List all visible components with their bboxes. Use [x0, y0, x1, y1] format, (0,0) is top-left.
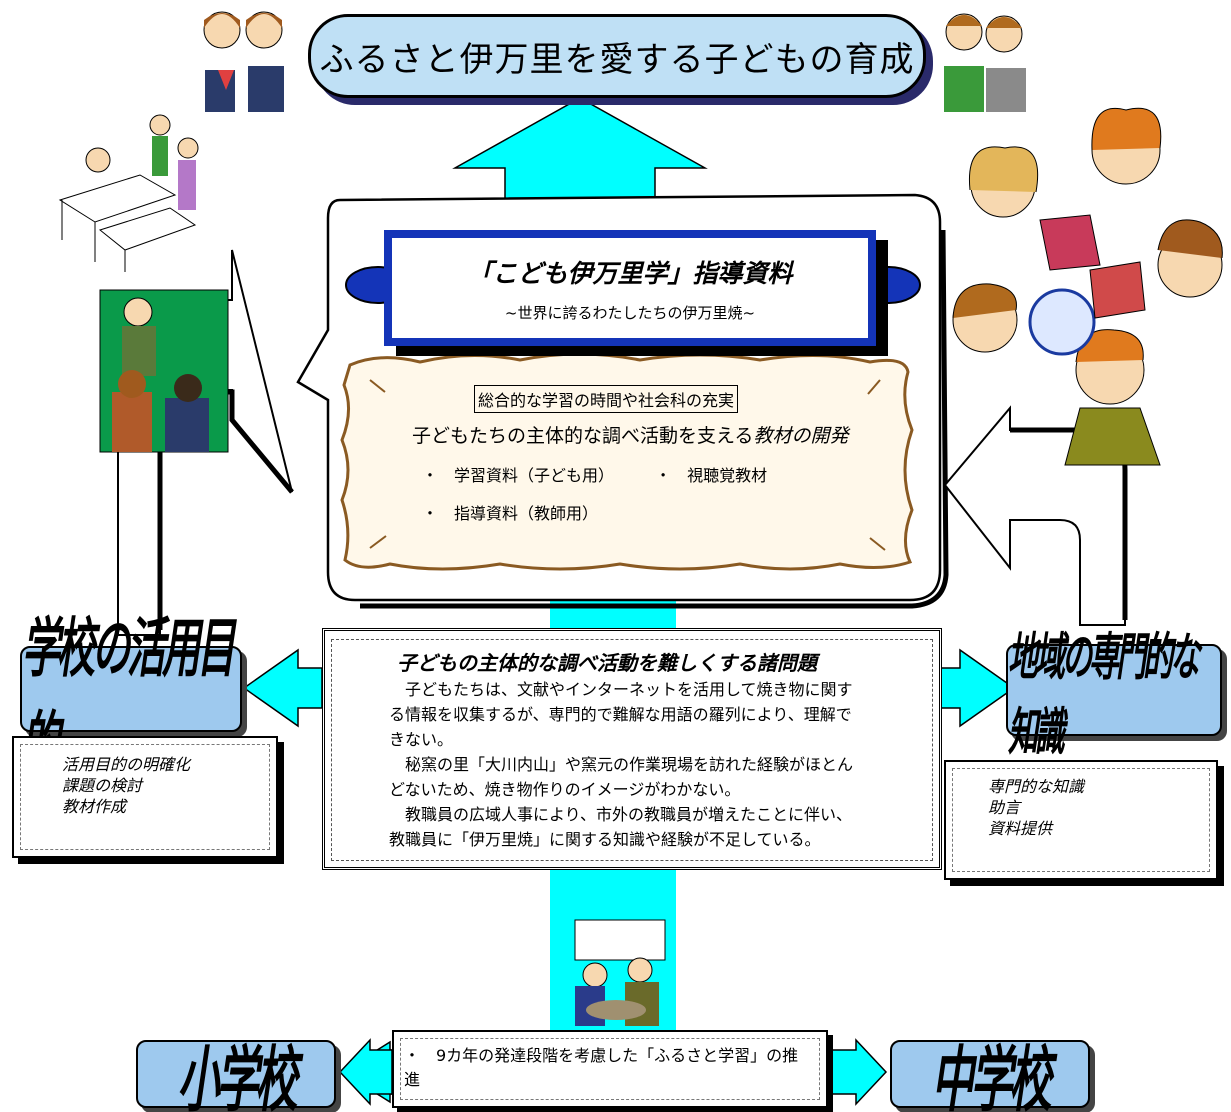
issues-line: きない。 — [389, 730, 454, 749]
issues-body: 子どもたちは、文献やインターネットを活用して焼き物に関す る情報を収集するが、専… — [389, 677, 937, 852]
students-clipart — [203, 11, 284, 112]
arrow-to-school-purpose — [242, 648, 323, 728]
elementary-school-label: 小学校 — [136, 1037, 336, 1112]
boys-clipart — [944, 13, 1026, 112]
classroom-clipart — [58, 114, 199, 272]
materials-panel: 総合的な学習の時間や社会科の充実 子どもたちの主体的な調べ活動を支える教材の開発… — [352, 385, 892, 524]
issues-line: る情報を収集するが、専門的で難解な用語の羅列により、理解で — [389, 705, 852, 724]
issues-line: 子どもたちは、文献やインターネットを活用して焼き物に関す — [389, 680, 853, 699]
materials-bullets-row-1: ・ 学習資料（子ども用） ・ 視聴覚教材 — [422, 462, 892, 486]
school-purpose-item: 活用目的の明確化 — [62, 755, 191, 774]
parchment — [340, 352, 914, 571]
materials-bullets-row-2: ・ 指導資料（教師用） — [422, 500, 892, 524]
issues-title: 子どもの主体的な調べ活動を難しくする諸問題 — [397, 651, 817, 675]
issues-line: 秘窯の里「大川内山」や窯元の作業現場を訪れた経験がほとん — [389, 755, 854, 774]
bullet-audiovisual: ・ 視聴覚教材 — [655, 466, 768, 485]
materials-line-prefix: 子どもたちの主体的な調べ活動を支える — [412, 425, 754, 447]
issues-line: どないため、焼き物作りのイメージがわかない。 — [389, 780, 741, 799]
nine-year-note: ・ 9カ年の発達段階を考慮した「ふるさと学習」の推進 — [392, 1030, 828, 1108]
school-purpose-box: 活用目的の明確化 課題の検討 教材作成 — [12, 736, 278, 858]
goal-title: ふるさと伊万里を愛する子どもの育成 — [308, 14, 926, 98]
local-knowledge-item: 助言 — [988, 798, 1021, 817]
materials-development-line: 子どもたちの主体的な調べ活動を支える教材の開発 — [412, 421, 892, 448]
nine-year-note-text: ・ 9カ年の発達段階を考慮した「ふるさと学習」の推進 — [404, 1046, 799, 1089]
guide-banner: 「こども伊万里学」指導資料 ~世界に誇るわたしたちの伊万里焼~ — [384, 230, 876, 346]
junior-high-school-label: 中学校 — [890, 1037, 1090, 1112]
arrow-to-local-knowledge — [935, 648, 1016, 728]
issues-line: 教職員の広域人事により、市外の教職員が増えたことに伴い、 — [389, 805, 853, 824]
bullet-student-materials: ・ 学習資料（子ども用） — [422, 466, 615, 485]
arrow-to-junior-high — [825, 1038, 888, 1106]
materials-line-emphasis: 教材の開発 — [753, 425, 849, 447]
local-knowledge-label: 地域の専門的な知識 — [1006, 629, 1222, 763]
local-knowledge-item: 資料提供 — [988, 819, 1053, 838]
experts-pottery-clipart — [952, 107, 1223, 466]
issues-line: 教職員に「伊万里焼」に関する知識や経験が不足している。 — [389, 830, 821, 849]
up-arrow — [452, 97, 708, 201]
school-purpose-item: 課題の検討 — [62, 776, 143, 795]
banner-title: 「こども伊万里学」指導資料 — [467, 258, 793, 288]
banner-subtitle: ~世界に誇るわたしたちの伊万里焼~ — [504, 303, 756, 322]
school-purpose-list: 活用目的の明確化 課題の検討 教材作成 — [62, 754, 190, 817]
school-purpose-label: 学校の活用目的 — [20, 611, 242, 779]
meeting-clipart — [574, 919, 666, 1026]
bullet-teacher-materials: ・ 指導資料（教師用） — [422, 504, 599, 523]
materials-heading: 総合的な学習の時間や社会科の充実 — [474, 385, 739, 413]
teacher-blackboard-clipart — [99, 289, 229, 453]
issues-box: 子どもの主体的な調べ活動を難しくする諸問題 子どもたちは、文献やインターネットを… — [322, 628, 942, 870]
school-purpose-item: 教材作成 — [62, 797, 127, 816]
local-knowledge-list: 専門的な知識 助言 資料提供 — [988, 776, 1084, 839]
local-knowledge-box: 専門的な知識 助言 資料提供 — [944, 760, 1218, 880]
local-knowledge-item: 専門的な知識 — [988, 777, 1085, 796]
